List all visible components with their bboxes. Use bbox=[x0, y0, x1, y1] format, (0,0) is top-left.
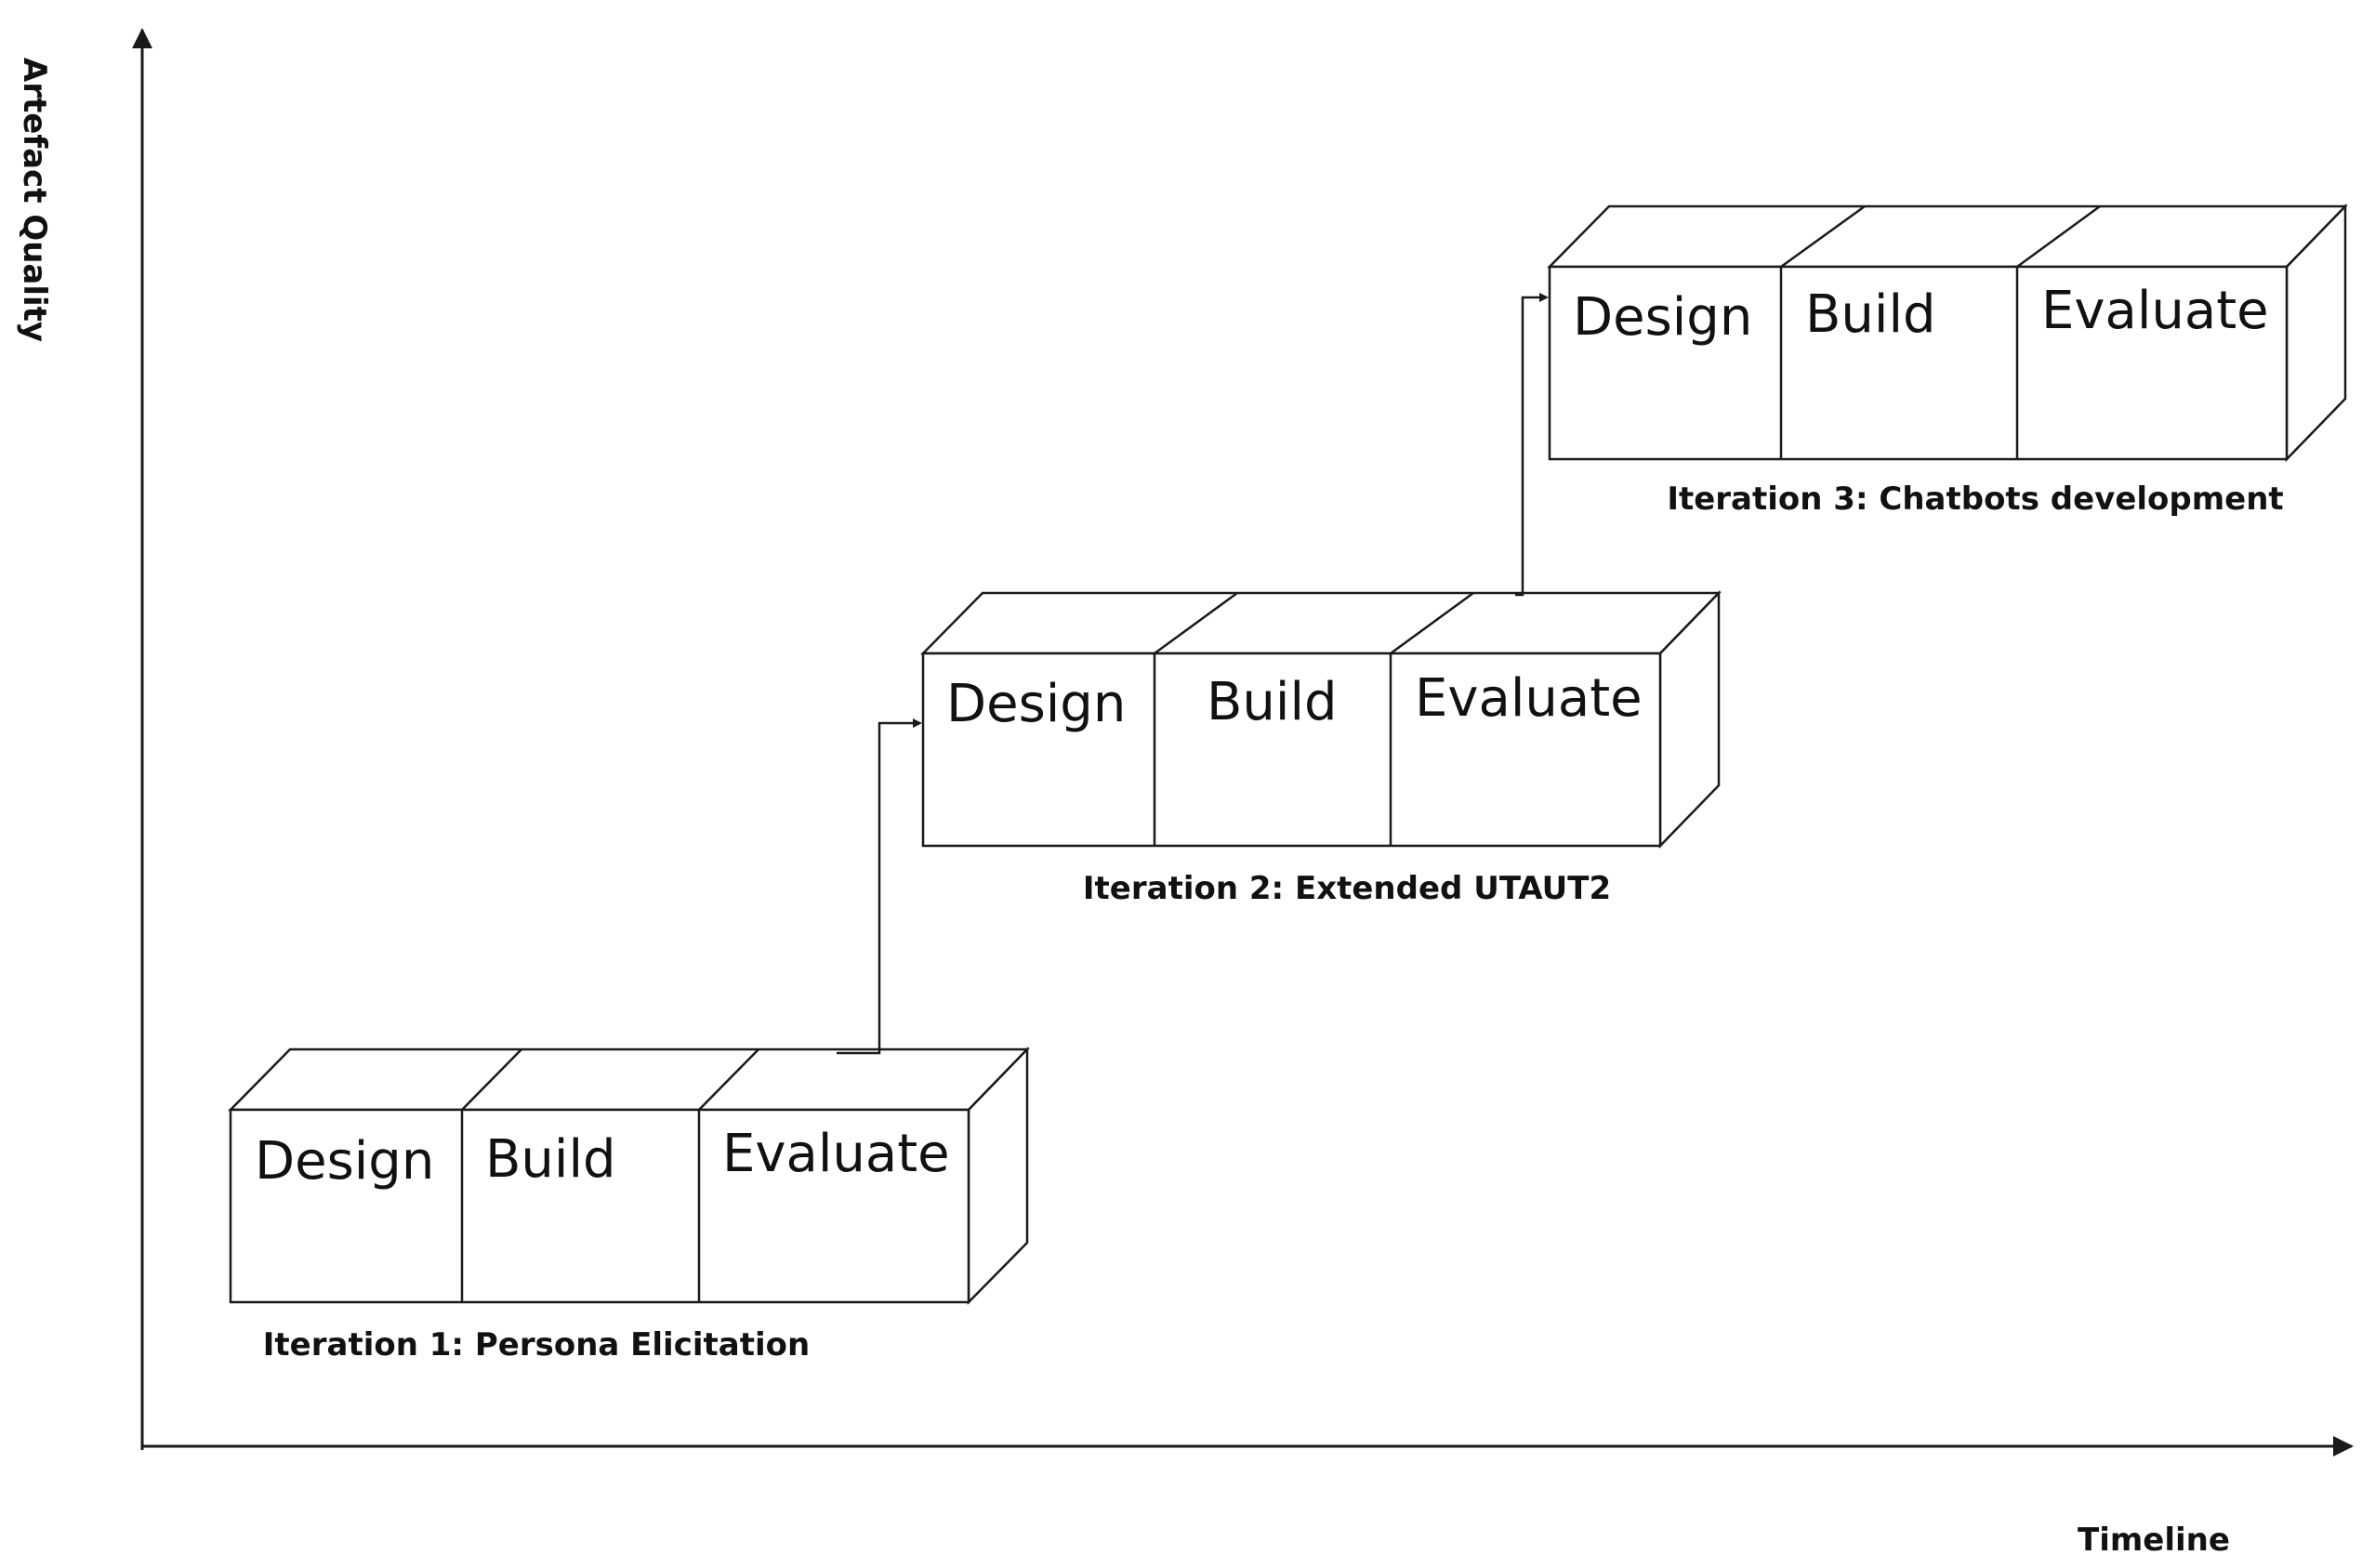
iteration-3-build-label: Build bbox=[1805, 284, 1936, 345]
iteration-1-top-divider-1 bbox=[461, 1048, 522, 1111]
axes: Artefact Quality Timeline bbox=[16, 28, 2354, 1559]
iteration-2-top-divider-2 bbox=[1390, 591, 1474, 655]
iteration-1-block: Design Build Evaluate Iteration 1: Perso… bbox=[228, 1046, 1030, 1364]
iteration-2-top-face bbox=[920, 591, 1722, 655]
iteration-3-caption: Iteration 3: Chatbots development bbox=[1667, 481, 2283, 518]
iteration-2-block: Design Build Evaluate Iteration 2: Exten… bbox=[920, 589, 1722, 907]
iteration-2-evaluate-label: Evaluate bbox=[1415, 668, 1643, 729]
iteration-2-build-label: Build bbox=[1207, 672, 1338, 732]
iteration-1-caption: Iteration 1: Persona Elicitation bbox=[263, 1326, 810, 1364]
iteration-3-design-label: Design bbox=[1573, 287, 1752, 348]
iteration-3-block: Design Build Evaluate Iteration 3: Chatb… bbox=[1547, 203, 2348, 518]
iteration-3-evaluate-label: Evaluate bbox=[2041, 281, 2269, 341]
x-axis-label: Timeline bbox=[2078, 1522, 2230, 1559]
connector-iteration-2-to-3 bbox=[1515, 293, 1549, 597]
iteration-2-design-label: Design bbox=[946, 674, 1126, 734]
iteration-1-front-face bbox=[229, 1108, 970, 1304]
iteration-3-front-face bbox=[1548, 265, 2289, 461]
iteration-1-evaluate-label: Evaluate bbox=[722, 1124, 950, 1184]
y-axis-label: Artefact Quality bbox=[16, 58, 53, 342]
iteration-3-top-face bbox=[1547, 204, 2348, 269]
connector-iteration-1-to-2 bbox=[837, 718, 922, 1055]
iteration-1-top-divider-2 bbox=[698, 1048, 759, 1111]
iteration-3-top-divider-2 bbox=[2016, 204, 2101, 269]
iteration-2-caption: Iteration 2: Extended UTAUT2 bbox=[1083, 870, 1611, 907]
iteration-1-build-label: Build bbox=[485, 1129, 616, 1190]
iteration-3-top-divider-1 bbox=[1780, 204, 1866, 269]
connectors bbox=[837, 293, 1549, 1055]
iteration-1-design-label: Design bbox=[255, 1131, 434, 1192]
iteration-2-front-face bbox=[921, 652, 1662, 848]
iteration-2-top-divider-1 bbox=[1154, 591, 1238, 655]
iteration-1-top-face bbox=[228, 1048, 1030, 1112]
